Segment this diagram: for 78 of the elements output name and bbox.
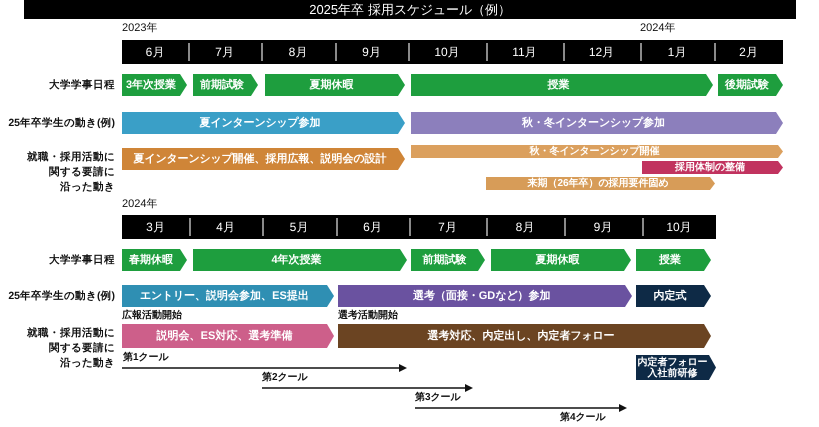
row-header: 大学学事日程 <box>49 254 115 266</box>
phase-band <box>411 112 783 134</box>
phase-label: 春期休暇 <box>129 254 173 266</box>
month-label: 4月 <box>216 220 235 234</box>
month-label: 5月 <box>290 220 308 234</box>
phase-band <box>193 249 407 271</box>
phase-band <box>411 249 485 271</box>
phase-band <box>411 145 783 158</box>
phase-band <box>122 112 405 134</box>
year-label: 2023年 <box>122 22 158 35</box>
phase-band <box>718 74 783 96</box>
month-label: 12月 <box>588 45 614 59</box>
phase-band <box>122 249 187 271</box>
phase-label: 授業 <box>659 254 681 266</box>
month-label: 6月 <box>146 45 164 59</box>
phase-label: 内定式 <box>654 290 686 302</box>
phase-band <box>636 355 716 380</box>
phase-band <box>122 74 187 96</box>
phase-label: 夏期休暇 <box>536 254 580 266</box>
start-note: 広報活動開始 <box>122 310 182 322</box>
phase-label: エントリー、説明会参加、ES提出 <box>140 290 309 302</box>
phase-label: 選考対応、内定出し、内定者フォロー <box>428 330 614 342</box>
phase-band <box>411 74 713 96</box>
phase-band <box>636 285 711 307</box>
month-label: 7月 <box>438 220 457 234</box>
phase-band <box>265 74 405 96</box>
phase-label: 来期（26年卒）の採用要件固め <box>527 178 669 190</box>
month-label: 11月 <box>512 45 537 59</box>
year-label: 2024年 <box>122 198 158 211</box>
phase-band <box>338 285 632 307</box>
row-header: 25年卒学生の動き(例) <box>8 290 115 302</box>
phase-band <box>122 324 334 348</box>
month-label: 2月 <box>739 45 758 59</box>
month-label: 8月 <box>288 45 308 59</box>
phase-label: 入社前研修 <box>648 368 698 378</box>
period-label: 第3クール <box>415 392 461 404</box>
phase-band <box>122 148 405 170</box>
month-label: 1月 <box>668 45 686 59</box>
month-label: 9月 <box>362 45 381 59</box>
phase-label: 3年次授業 <box>126 78 176 92</box>
start-note: 選考活動開始 <box>338 310 398 322</box>
phase-label: 説明会、ES対応、選考準備 <box>156 330 292 342</box>
phase-label: 選考（面接・GDなど）参加 <box>412 290 550 302</box>
phase-label: 前期試験 <box>200 78 244 92</box>
phase-band <box>486 177 715 190</box>
month-label: 10月 <box>434 45 460 59</box>
year-label: 2024年 <box>640 22 676 35</box>
month-label: 3月 <box>146 220 165 234</box>
phase-band <box>491 249 631 271</box>
phase-label: 夏インターンシップ開催、採用広報、説明会の設計 <box>134 152 386 166</box>
phase-label: 前期試験 <box>422 254 466 266</box>
row-header: 25年卒学生の動き(例) <box>8 116 115 130</box>
month-label: 10月 <box>666 220 692 234</box>
phase-label: 後期試験 <box>725 78 769 92</box>
period-label: 第1クール <box>123 352 169 364</box>
phase-label: 内定者フォロー <box>638 356 708 368</box>
phase-label: 4年次授業 <box>271 254 322 266</box>
phase-label: 夏期休暇 <box>310 78 354 92</box>
row-header: 就職・採用活動に関する要請に沿った動き <box>26 150 115 195</box>
title-text: 2025年卒 採用スケジュール（例） <box>309 2 511 17</box>
month-label: 9月 <box>594 220 612 234</box>
phase-band <box>636 249 711 271</box>
phase-label: 採用体制の整備 <box>675 162 745 174</box>
phase-label: 秋・冬インターンシップ参加 <box>522 116 665 130</box>
period-label: 第4クール <box>560 412 606 424</box>
phase-band <box>642 161 783 174</box>
phase-band <box>122 285 334 307</box>
phase-label: 秋・冬インターンシップ開催 <box>530 146 660 158</box>
row-header: 就職・採用活動に関する要請に沿った動き <box>26 326 115 371</box>
row-header: 大学学事日程 <box>49 78 115 92</box>
phase-label: 授業 <box>548 78 570 92</box>
month-label: 8月 <box>516 220 534 234</box>
month-label: 7月 <box>215 45 234 59</box>
month-label: 6月 <box>363 220 382 234</box>
phase-band <box>193 74 258 96</box>
phase-label: 夏インターンシップ参加 <box>200 116 320 130</box>
period-label: 第2クール <box>262 372 308 384</box>
phase-band <box>338 324 711 348</box>
